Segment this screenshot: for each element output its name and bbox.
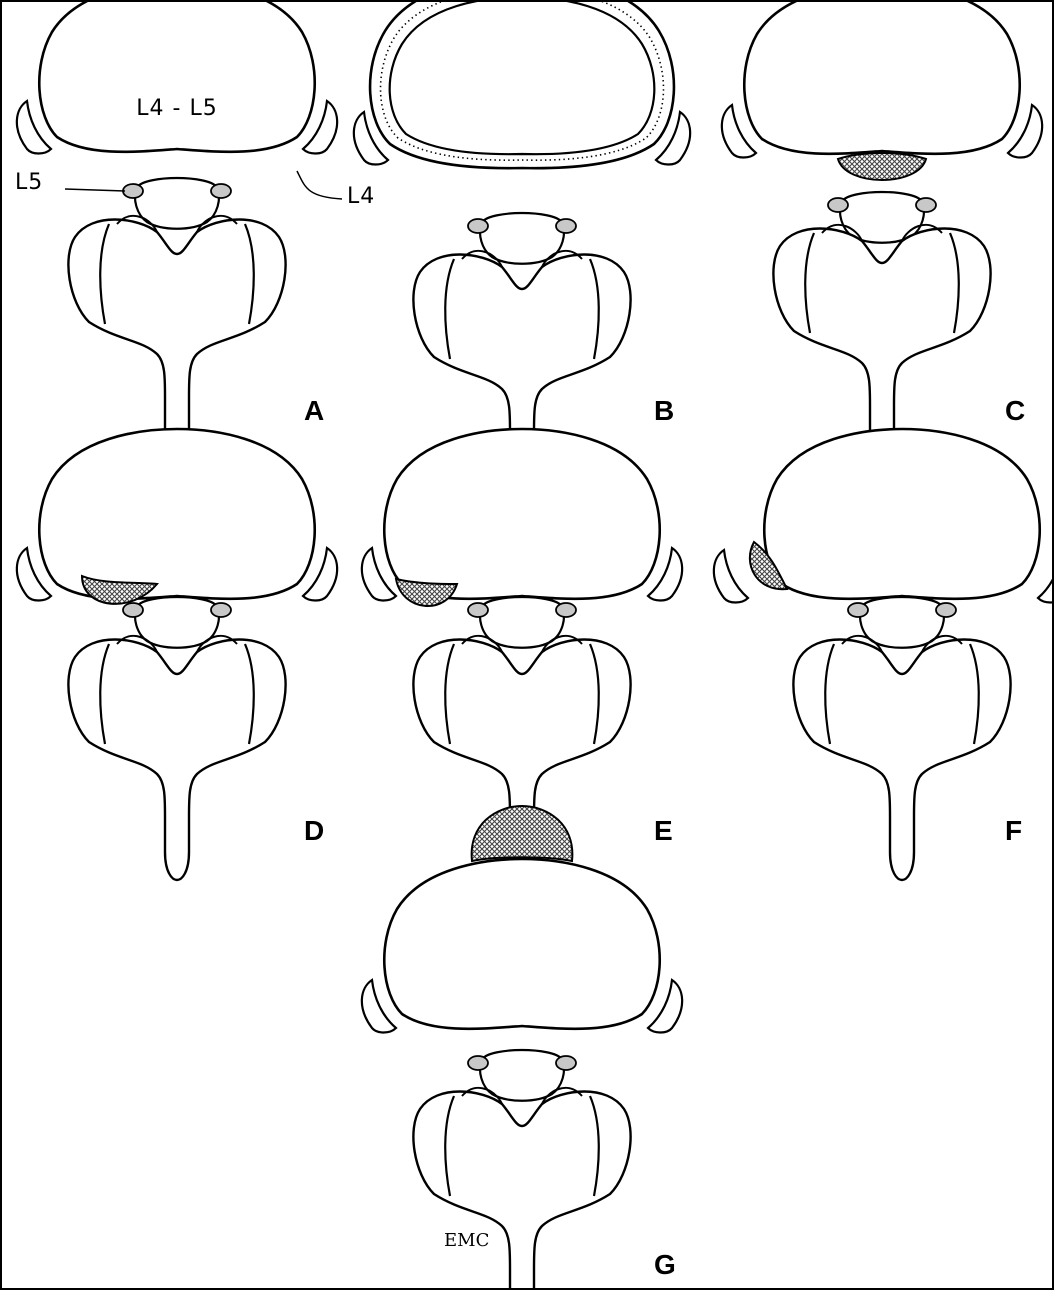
- panel-label-d: D: [304, 815, 324, 846]
- artist-signature: EMC: [444, 1230, 489, 1251]
- panel-label-c: C: [1005, 395, 1025, 426]
- panel-c: [722, 2, 1042, 469]
- panel-a: L4 - L5 L5 L4: [15, 2, 375, 460]
- panel-label-b: B: [654, 395, 674, 426]
- panel-f: [714, 429, 1052, 880]
- panel-d: [17, 429, 337, 880]
- upper-root-label: L4: [347, 184, 375, 209]
- panel-g: EMC: [362, 806, 682, 1288]
- panel-b: [354, 2, 690, 495]
- lower-root-label: L5: [15, 170, 43, 195]
- disc-level-label: L4 - L5: [136, 96, 217, 121]
- central-herniation: [838, 153, 926, 180]
- anterior-herniation: [472, 806, 573, 861]
- foraminal-herniation: [396, 579, 457, 606]
- panel-label-g: G: [654, 1249, 676, 1280]
- panel-label-e: E: [654, 815, 673, 846]
- panel-label-f: F: [1005, 815, 1022, 846]
- panel-label-a: A: [304, 395, 324, 426]
